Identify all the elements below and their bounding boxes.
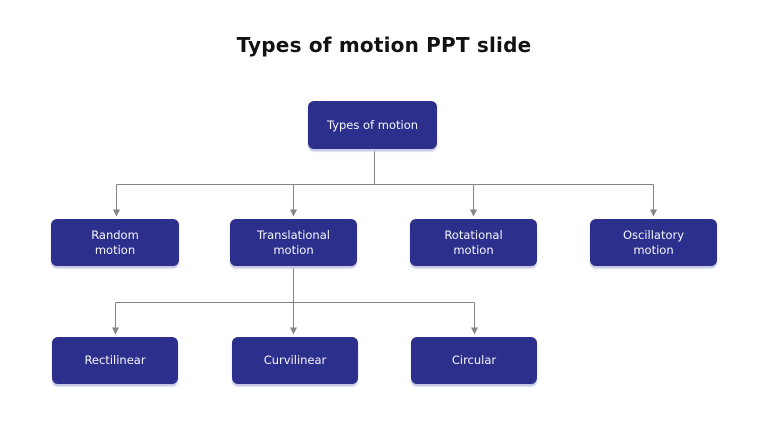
node-label: Curvilinear	[263, 353, 327, 367]
node-label: Translational motion	[257, 227, 330, 257]
node-translational-motion: Translational motion	[230, 219, 357, 266]
node-label: Types of motion	[326, 117, 419, 132]
node-curvilinear: Curvilinear	[232, 337, 358, 384]
node-label: Oscillatory motion	[622, 227, 685, 257]
node-label: Rectilinear	[84, 353, 146, 367]
node-random-motion: Random motion	[51, 219, 179, 266]
node-circular: Circular	[411, 337, 537, 384]
node-label: Random motion	[91, 227, 139, 257]
node-oscillatory-motion: Oscillatory motion	[590, 219, 717, 266]
node-label: Circular	[451, 353, 497, 367]
node-rectilinear: Rectilinear	[52, 337, 178, 384]
slide-title: Types of motion PPT slide	[236, 33, 532, 57]
node-rotational-motion: Rotational motion	[410, 219, 537, 266]
node-types-of-motion: Types of motion	[308, 101, 437, 149]
node-label: Rotational motion	[444, 227, 503, 257]
